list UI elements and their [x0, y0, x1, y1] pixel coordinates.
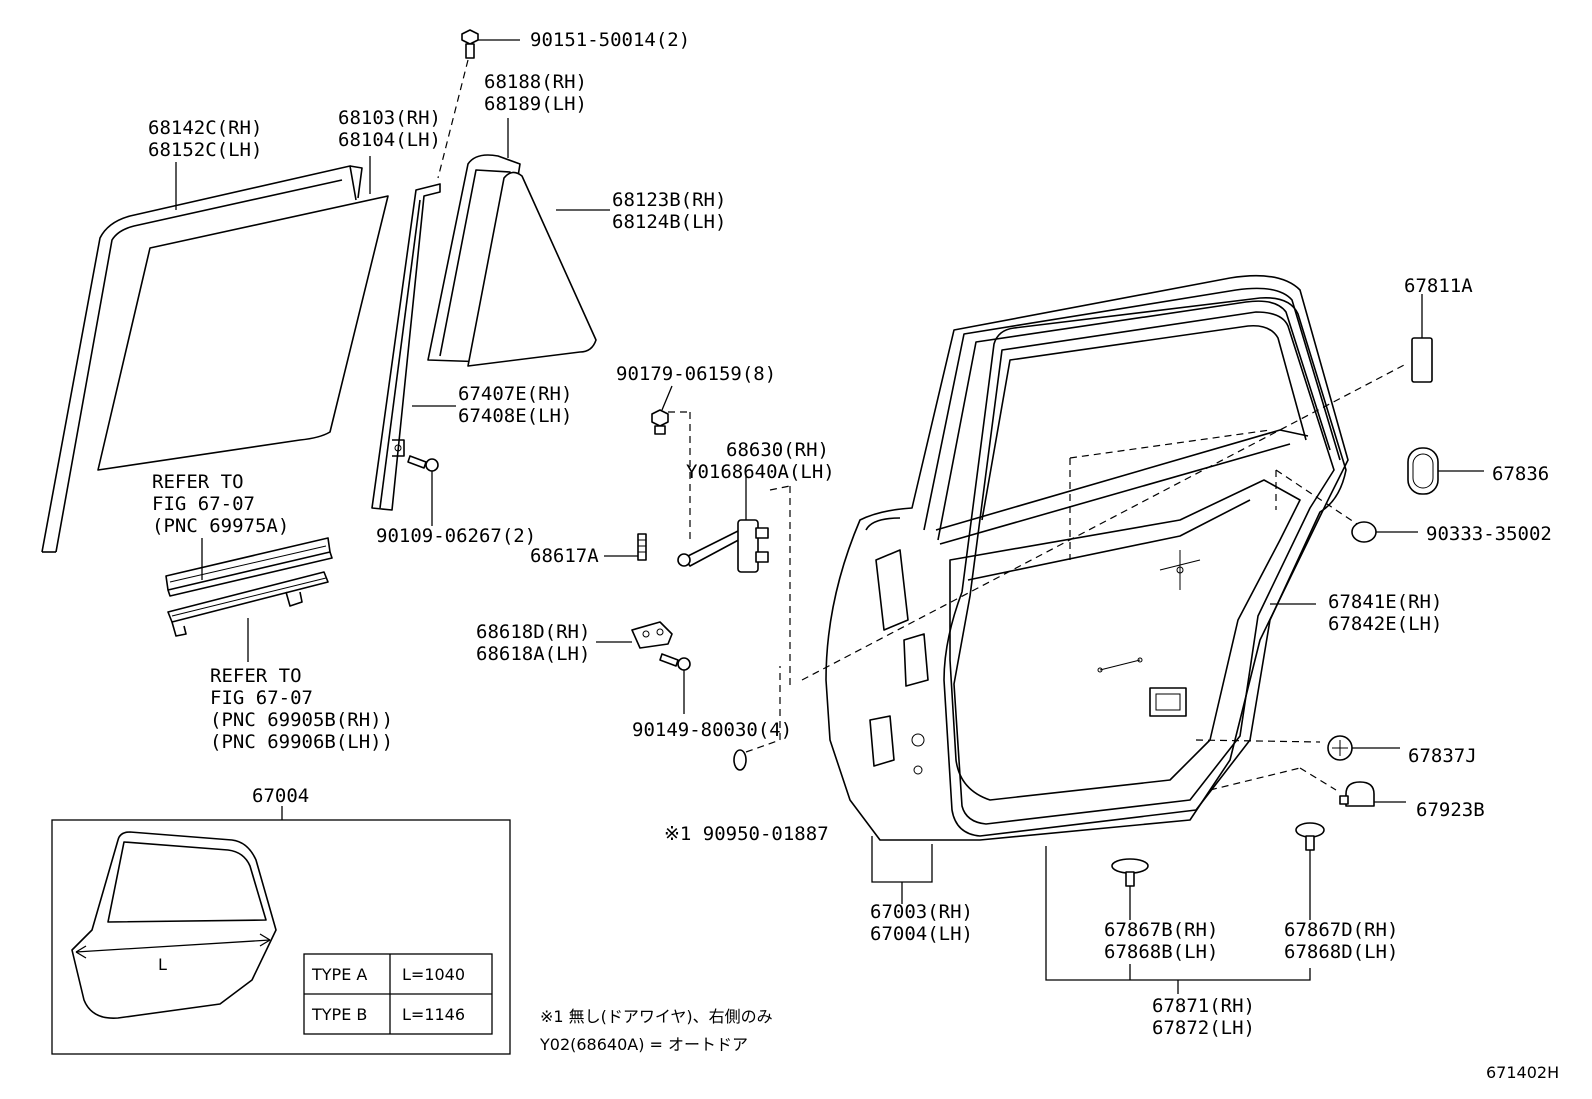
label-glass-rh: 68103(RH): [338, 107, 441, 129]
hinge-part: [631, 621, 673, 649]
door-glass-part: [97, 195, 389, 471]
clip-ws-d-icon: [1295, 822, 1325, 851]
footnote-1: ※1 無し(ドアワイヤ)、右側のみ: [540, 1007, 773, 1026]
table-row-2-type: TYPE B: [311, 1005, 367, 1024]
clip-ws-b-icon: [1111, 858, 1149, 887]
label-refer-1-line2: FIG 67-07: [152, 493, 255, 515]
clip-b-icon: [1339, 781, 1375, 807]
table-row-1-type: TYPE A: [311, 965, 367, 984]
pin-icon: [637, 533, 647, 561]
label-quarter-glass-rh: 68123B(RH): [612, 189, 726, 211]
label-run-channel-rh: 68142C(RH): [148, 117, 262, 139]
label-ws-assy-rh: 67871(RH): [1152, 995, 1255, 1017]
label-bolt-hinge: 90149-80030(4): [632, 719, 792, 741]
label-clip-ws-b-lh: 67868B(LH): [1104, 941, 1218, 963]
belt-weatherstrip-part: [167, 571, 329, 637]
label-refer-1-line3: (PNC 69975A): [152, 515, 289, 537]
bolt-hinge-icon: [659, 653, 691, 671]
label-division-bar-rh: 67407E(RH): [458, 383, 572, 405]
label-run-channel-lh: 68152C(LH): [148, 139, 262, 161]
diagram-code: 671402H: [1486, 1063, 1559, 1082]
label-weatherstrip-rh: 67841E(RH): [1328, 591, 1442, 613]
label-pin: 68617A: [530, 545, 599, 567]
label-bolt-division: 90109-06267(2): [376, 525, 536, 547]
label-refer-2-line4: (PNC 69906B(LH)): [210, 731, 393, 753]
inset-box: [51, 819, 511, 1055]
clip-j-icon: [1327, 735, 1353, 761]
label-hinge-lh: 68618A(LH): [476, 643, 590, 665]
footnote-2: Y02(68640A) = オートドア: [539, 1035, 748, 1054]
label-refer-1-line1: REFER TO: [152, 471, 244, 493]
label-quarter-glass-lh: 68124B(LH): [612, 211, 726, 233]
label-door-panel-lh: 67004(LH): [870, 923, 973, 945]
bolt-top-icon: [461, 29, 520, 59]
bolt-division-icon: [407, 455, 439, 472]
label-clip-j: 67837J: [1408, 745, 1477, 767]
label-hole-plug: 67836: [1492, 463, 1549, 485]
label-door-panel-rh: 67003(RH): [870, 901, 973, 923]
label-clip-ws-b-rh: 67867B(RH): [1104, 919, 1218, 941]
label-quarter-seal-lh: 68189(LH): [484, 93, 587, 115]
run-channel-part: [41, 165, 363, 553]
label-hinge-rh: 68618D(RH): [476, 621, 590, 643]
nut-check-icon: [651, 409, 669, 435]
label-check-rh: 68630(RH): [726, 439, 829, 461]
label-nut-check: 90179-06159(8): [616, 363, 776, 385]
quarter-glass-part: [467, 171, 597, 367]
label-refer-2-line3: (PNC 69905B(RH)): [210, 709, 393, 731]
division-bar-part: [371, 183, 441, 511]
cushion-part: [1411, 337, 1433, 383]
door-check-part: [677, 519, 769, 573]
label-clip-b: 67923B: [1416, 799, 1485, 821]
label-clip-ws-d-rh: 67867D(RH): [1284, 919, 1398, 941]
label-glass-lh: 68104(LH): [338, 129, 441, 151]
plug-oval-icon: [733, 749, 747, 771]
label-refer-2-line2: FIG 67-07: [210, 687, 313, 709]
label-plug-note: ※1 90950-01887: [664, 823, 829, 845]
label-ws-assy-lh: 67872(LH): [1152, 1017, 1255, 1039]
inset-door-icon: [71, 831, 277, 1019]
label-bolt-top: 90151-50014(2): [530, 29, 690, 51]
label-quarter-seal-rh: 68188(RH): [484, 71, 587, 93]
rear-door-part: [825, 274, 1349, 841]
belt-moulding-part: [165, 537, 333, 597]
label-clip-ws-d-lh: 67868D(LH): [1284, 941, 1398, 963]
label-weatherstrip-lh: 67842E(LH): [1328, 613, 1442, 635]
label-dimension-l: L: [158, 955, 167, 974]
label-cushion: 67811A: [1404, 275, 1473, 297]
label-refer-2-line1: REFER TO: [210, 665, 302, 687]
hole-plug-icon: [1407, 447, 1439, 495]
label-box-title: 67004: [252, 785, 309, 807]
plug-small-icon: [1351, 521, 1377, 543]
label-check-lh: Y0168640A(LH): [686, 461, 835, 483]
table-row-1-length: L=1040: [402, 965, 465, 984]
label-plug-small: 90333-35002: [1426, 523, 1552, 545]
label-division-bar-lh: 67408E(LH): [458, 405, 572, 427]
table-row-2-length: L=1146: [402, 1005, 465, 1024]
type-table: [303, 953, 493, 1035]
